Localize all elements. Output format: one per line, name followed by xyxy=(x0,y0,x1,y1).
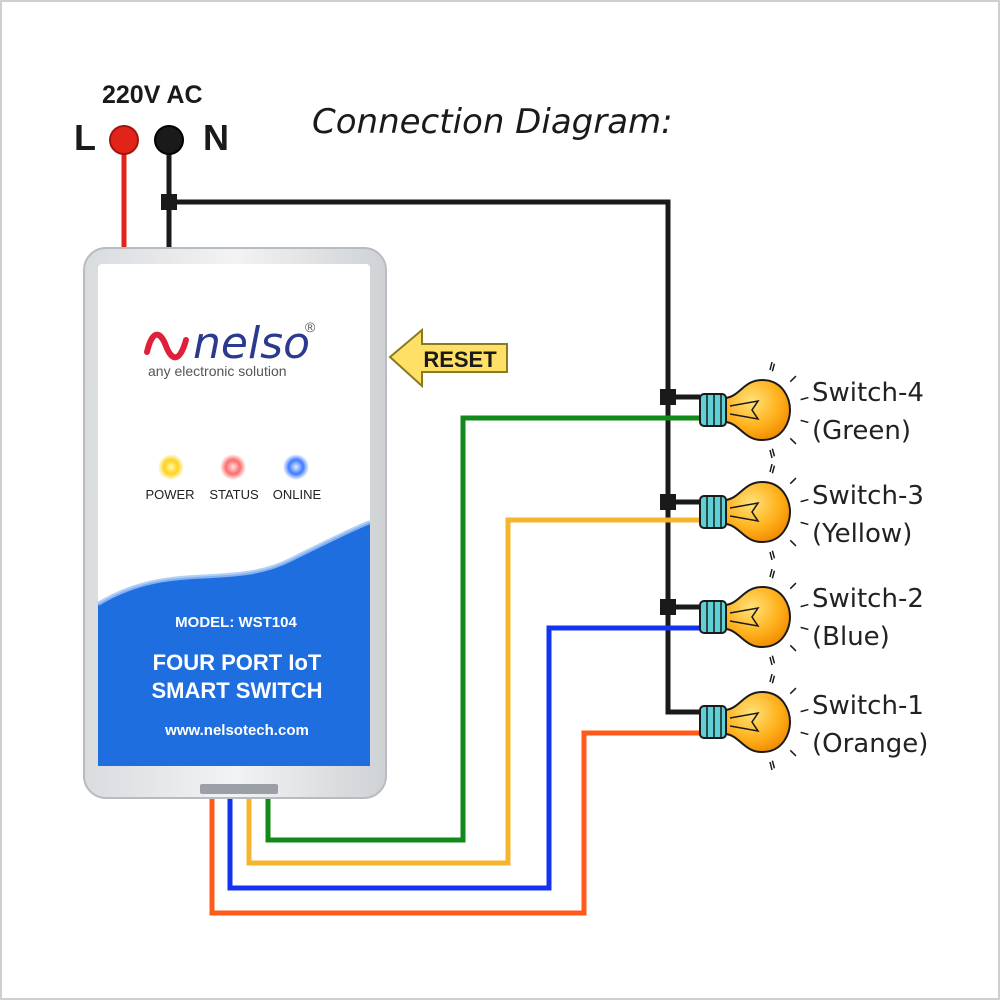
bulb-filament xyxy=(729,501,760,523)
reset-arrow-icon xyxy=(388,327,508,389)
light-ray xyxy=(800,521,809,526)
switch-1-color: (Orange) xyxy=(812,729,928,759)
bulb-socket xyxy=(699,600,727,634)
load-switch-1 xyxy=(699,673,809,771)
neutral-terminal-dot xyxy=(154,125,184,155)
light-ray xyxy=(800,419,809,424)
light-ray xyxy=(789,437,797,445)
light-ray xyxy=(789,539,797,547)
light-ray xyxy=(771,675,776,684)
load-switch-2 xyxy=(699,568,809,666)
light-ray xyxy=(771,655,776,664)
reset-callout: RESET xyxy=(388,327,508,389)
light-bulb-icon xyxy=(725,690,792,754)
light-ray xyxy=(769,761,773,771)
light-ray xyxy=(769,656,773,666)
panel-wave-highlight xyxy=(96,520,371,606)
neutral-terminal-label: N xyxy=(203,117,229,158)
switch-4-name: Switch-4 xyxy=(812,378,924,408)
online-led-label: ONLINE xyxy=(273,487,322,502)
website-url: www.nelsotech.com xyxy=(164,722,309,739)
light-ray xyxy=(800,396,809,401)
product-name-line2: SMART SWITCH xyxy=(151,678,322,703)
device-blue-panel xyxy=(98,522,370,766)
switch-2-color: (Blue) xyxy=(812,622,890,652)
switch-3-name: Switch-3 xyxy=(812,481,924,511)
light-ray xyxy=(800,603,809,608)
light-ray xyxy=(789,749,797,757)
light-ray xyxy=(800,626,809,631)
light-ray xyxy=(800,708,809,713)
junction-dots xyxy=(161,194,676,615)
supply-voltage-label: 220V AC xyxy=(102,81,203,109)
light-ray xyxy=(789,477,797,485)
light-ray xyxy=(771,465,776,474)
switch-2-name: Switch-2 xyxy=(812,584,924,614)
light-ray xyxy=(789,582,797,590)
status-led-label: STATUS xyxy=(209,487,259,502)
light-ray xyxy=(769,463,773,473)
power-led-label: POWER xyxy=(145,487,194,502)
bulb-socket xyxy=(699,705,727,739)
load-switch-3 xyxy=(699,463,809,561)
bulb-filament xyxy=(729,399,760,421)
live-terminal-label: L xyxy=(74,117,96,158)
diagram-title: Connection Diagram: xyxy=(312,102,673,142)
model-number: MODEL: WST104 xyxy=(175,614,297,631)
bulb-filament xyxy=(729,711,760,733)
light-bulb-icon xyxy=(725,480,792,544)
live-terminal-dot xyxy=(109,125,139,155)
load-switch-4 xyxy=(699,361,809,459)
registered-mark: ® xyxy=(305,319,316,335)
brand-tagline: any electronic solution xyxy=(148,363,287,379)
light-ray xyxy=(769,361,773,371)
light-ray xyxy=(800,731,809,736)
light-ray xyxy=(771,363,776,372)
bulb-filament xyxy=(729,606,760,628)
status-led-icon xyxy=(220,454,246,480)
wire-switch-4-green xyxy=(265,415,700,843)
smart-switch-device: nelso ® any electronic solution POWER ST… xyxy=(83,247,387,799)
light-ray xyxy=(769,449,773,459)
light-ray xyxy=(800,498,809,503)
light-bulb-icon xyxy=(725,585,792,649)
product-name-line1: FOUR PORT IoT xyxy=(153,650,322,675)
brand-name: nelso xyxy=(193,318,310,369)
bulb-socket xyxy=(699,393,727,427)
light-ray xyxy=(769,551,773,561)
wire-switch-3-yellow xyxy=(246,517,700,866)
power-led-icon xyxy=(158,454,184,480)
light-ray xyxy=(771,760,776,769)
light-ray xyxy=(771,448,776,457)
reset-label: RESET xyxy=(423,347,497,372)
switch-3-color: (Yellow) xyxy=(812,519,912,549)
light-ray xyxy=(771,550,776,559)
light-bulb-icon xyxy=(725,378,792,442)
light-ray xyxy=(769,568,773,578)
wire-switch-1-orange xyxy=(209,730,700,916)
output-terminal-block xyxy=(200,784,278,794)
light-ray xyxy=(769,673,773,683)
light-ray xyxy=(789,375,797,383)
nelso-logo-icon xyxy=(144,331,189,361)
online-led-icon xyxy=(283,454,309,480)
light-ray xyxy=(771,570,776,579)
bulb-socket xyxy=(699,495,727,529)
switch-4-color: (Green) xyxy=(812,416,911,446)
switch-1-name: Switch-1 xyxy=(812,691,924,721)
light-ray xyxy=(789,644,797,652)
light-ray xyxy=(789,687,797,695)
wire-switch-2-blue xyxy=(227,625,700,891)
